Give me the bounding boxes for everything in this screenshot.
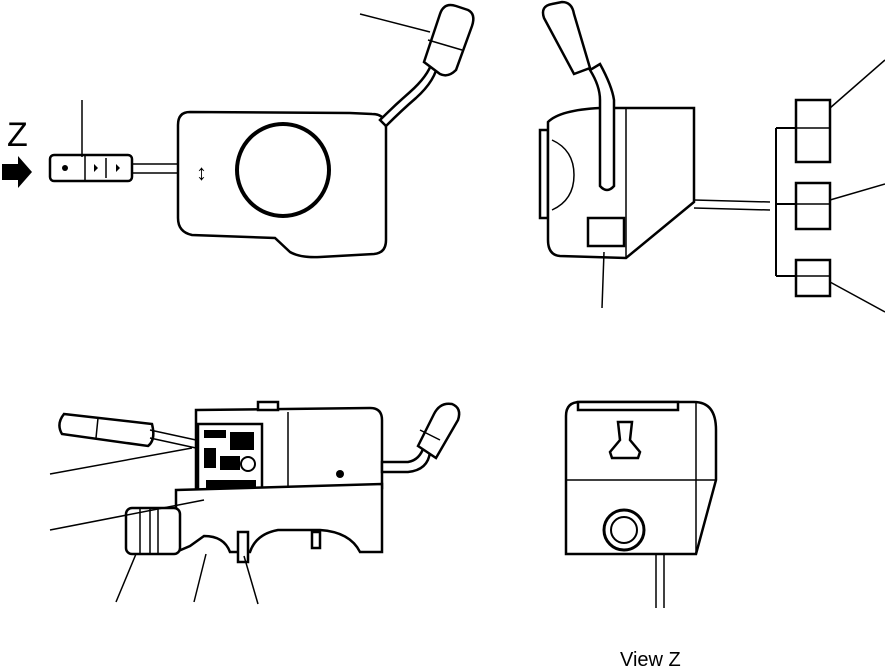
view-z-switch: View Z bbox=[564, 400, 718, 667]
side-lever-grip bbox=[541, 0, 592, 76]
side-connector-socket bbox=[586, 216, 626, 248]
horn-button bbox=[235, 122, 331, 218]
switch-body-side bbox=[546, 106, 696, 260]
signal-lever-tip bbox=[48, 153, 134, 183]
lever-direction-symbol: ↕ bbox=[196, 160, 207, 185]
view-z-lever-knob bbox=[608, 420, 642, 460]
rear-view-switch bbox=[49, 400, 461, 605]
connector-2 bbox=[794, 181, 832, 231]
view-z-caption: View Z bbox=[620, 649, 681, 667]
view-z-arrow bbox=[2, 156, 32, 188]
connector-3 bbox=[794, 258, 832, 298]
view-z-letter: Z bbox=[7, 116, 28, 154]
connector-1 bbox=[794, 98, 832, 164]
rear-right-lever bbox=[416, 402, 461, 460]
rear-front-knob bbox=[124, 506, 182, 556]
rear-left-lever bbox=[58, 412, 155, 448]
side-view-switch bbox=[538, 0, 885, 313]
wiper-lever-grip bbox=[422, 3, 475, 77]
front-view-switch: Z ↕ bbox=[2, 3, 475, 259]
